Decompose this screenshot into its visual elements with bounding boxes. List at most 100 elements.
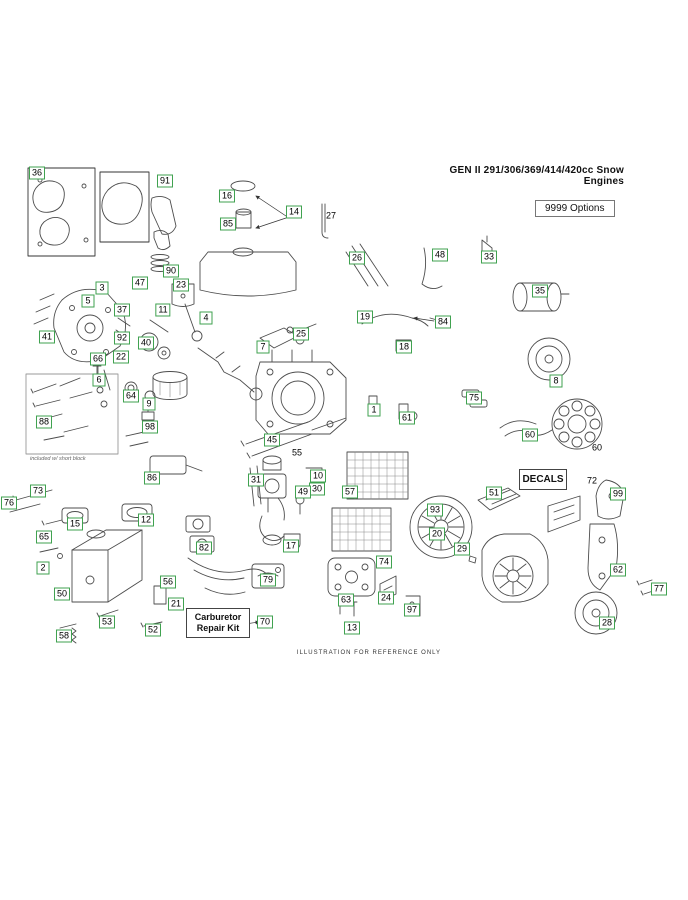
part-label-29[interactable]: 29	[453, 542, 471, 556]
part-label-93[interactable]: 93	[426, 503, 444, 517]
part-label-97[interactable]: 97	[403, 603, 421, 617]
part-label-11[interactable]: 11	[155, 303, 171, 317]
part-label-79[interactable]: 79	[259, 573, 277, 587]
part-label-75[interactable]: 75	[465, 391, 483, 405]
fuel-cap-tank-art	[199, 180, 329, 297]
page-title: GEN II 291/306/369/414/420cc Snow Engine…	[449, 165, 624, 187]
head-gasket-box-art	[99, 171, 177, 251]
part-label-7[interactable]: 7	[256, 340, 270, 354]
part-label-17[interactable]: 17	[282, 539, 300, 553]
part-label-47[interactable]: 47	[131, 276, 149, 290]
part-label-55: 55	[291, 447, 303, 458]
part-label-9[interactable]: 9	[142, 397, 156, 411]
part-label-37[interactable]: 37	[113, 303, 131, 317]
part-label-40[interactable]: 40	[137, 336, 155, 350]
part-label-85[interactable]: 85	[219, 217, 237, 231]
right-bracket-art	[547, 479, 625, 533]
part-label-61[interactable]: 61	[398, 411, 416, 425]
part-label-26[interactable]: 26	[348, 251, 366, 265]
part-label-30[interactable]: 30	[308, 482, 326, 496]
part-label-5[interactable]: 5	[81, 294, 95, 308]
part-label-36[interactable]: 36	[28, 166, 46, 180]
carb-kit-line2: Repair Kit	[196, 623, 240, 633]
part-label-63[interactable]: 63	[337, 593, 355, 607]
fan-housing-art	[481, 533, 549, 603]
part-label-21[interactable]: 21	[167, 597, 185, 611]
part-label-70[interactable]: 70	[256, 615, 274, 629]
part-label-56[interactable]: 56	[159, 575, 177, 589]
part-label-60-ref: 60	[591, 442, 603, 453]
control-plate-art	[251, 563, 285, 589]
part-label-58[interactable]: 58	[55, 629, 73, 643]
hardware-box-art	[25, 373, 149, 455]
part-label-99[interactable]: 99	[609, 487, 627, 501]
decals-box: DECALS	[519, 469, 567, 490]
cables-art	[187, 557, 271, 595]
part-label-64[interactable]: 64	[122, 389, 140, 403]
part-label-86[interactable]: 86	[143, 471, 161, 485]
part-label-62[interactable]: 62	[609, 563, 627, 577]
part-label-76[interactable]: 76	[0, 496, 18, 510]
air-box-art	[331, 451, 409, 552]
part-label-13[interactable]: 13	[343, 621, 361, 635]
part-label-12[interactable]: 12	[137, 513, 155, 527]
part-label-60[interactable]: 60	[521, 428, 539, 442]
part-label-2[interactable]: 2	[36, 561, 50, 575]
part-label-53[interactable]: 53	[98, 615, 116, 629]
part-label-41[interactable]: 41	[38, 330, 56, 344]
part-label-84[interactable]: 84	[434, 315, 452, 329]
part-label-77[interactable]: 77	[650, 582, 668, 596]
part-label-25[interactable]: 25	[292, 327, 310, 341]
part-label-28[interactable]: 28	[598, 616, 616, 630]
part-label-82[interactable]: 82	[195, 541, 213, 555]
part-label-24[interactable]: 24	[377, 591, 395, 605]
footer-note: ILLUSTRATION FOR REFERENCE ONLY	[296, 650, 442, 656]
engine-block-art	[255, 349, 347, 435]
part-label-19[interactable]: 19	[356, 310, 374, 324]
gasket-set-box-art	[27, 167, 96, 257]
part-label-18[interactable]: 18	[395, 340, 413, 354]
part-label-51[interactable]: 51	[485, 486, 503, 500]
part-label-92[interactable]: 92	[113, 331, 131, 345]
part-label-98[interactable]: 98	[141, 420, 159, 434]
part-label-6[interactable]: 6	[92, 373, 106, 387]
carb-kit-line1: Carburetor	[194, 612, 242, 622]
options-box: 9999 Options	[535, 200, 615, 217]
part-label-15[interactable]: 15	[66, 517, 84, 531]
piston-assembly-art	[150, 254, 203, 342]
fuel-tank-art	[71, 529, 143, 603]
part-label-33[interactable]: 33	[480, 250, 498, 264]
part-label-1[interactable]: 1	[367, 403, 381, 417]
part-label-49[interactable]: 49	[294, 485, 312, 499]
part-label-65[interactable]: 65	[35, 530, 53, 544]
part-label-52[interactable]: 52	[144, 623, 162, 637]
part-label-90[interactable]: 90	[162, 264, 180, 278]
canister-art	[512, 282, 570, 312]
part-label-16[interactable]: 16	[218, 189, 236, 203]
part-label-57[interactable]: 57	[341, 485, 359, 499]
part-label-35[interactable]: 35	[531, 284, 549, 298]
part-label-20[interactable]: 20	[428, 527, 446, 541]
part-label-4[interactable]: 4	[199, 311, 213, 325]
part-label-66[interactable]: 66	[89, 352, 107, 366]
part-label-48[interactable]: 48	[431, 248, 449, 262]
part-label-8[interactable]: 8	[549, 374, 563, 388]
part-label-74[interactable]: 74	[375, 555, 393, 569]
part-label-45[interactable]: 45	[263, 433, 281, 447]
part-label-31[interactable]: 31	[247, 473, 265, 487]
part-label-88[interactable]: 88	[35, 415, 53, 429]
part-label-3[interactable]: 3	[95, 281, 109, 295]
pulley-wheel-art	[574, 579, 657, 635]
part-label-10[interactable]: 10	[309, 469, 327, 483]
part-label-14[interactable]: 14	[285, 205, 303, 219]
part-label-50[interactable]: 50	[53, 587, 71, 601]
part-label-73[interactable]: 73	[29, 484, 47, 498]
part-label-22[interactable]: 22	[112, 350, 130, 364]
part-label-91[interactable]: 91	[156, 174, 174, 188]
part-label-72: 72	[586, 475, 598, 486]
part-label-23[interactable]: 23	[172, 278, 190, 292]
cylinder-sleeve-art	[152, 371, 188, 400]
pulley-right-art	[527, 337, 571, 381]
